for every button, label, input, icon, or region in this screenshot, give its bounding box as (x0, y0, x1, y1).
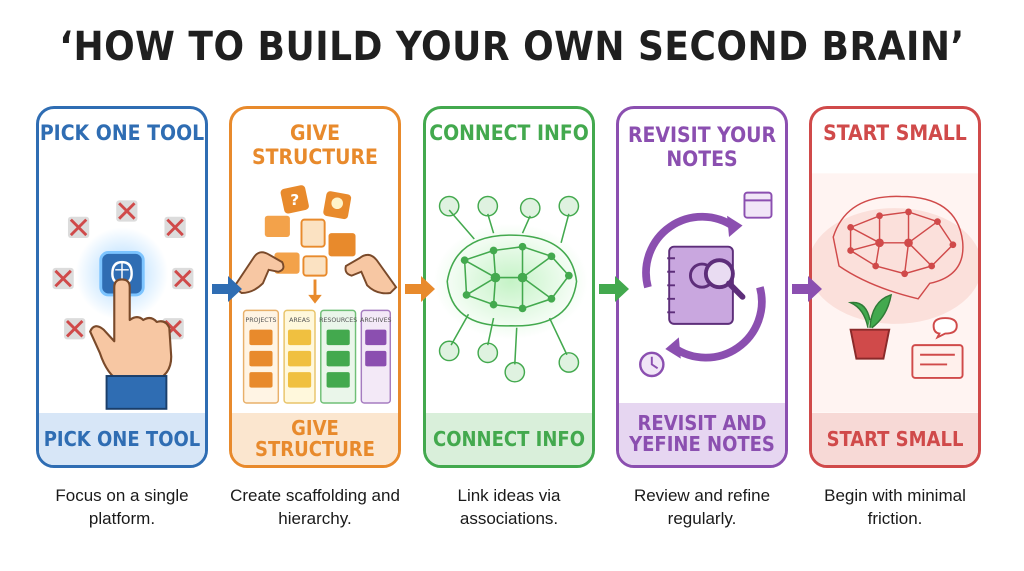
cycle-notebook-icon (639, 191, 773, 378)
arrow-right-icon (212, 276, 242, 302)
folder-label-resources: RESOURCES (319, 317, 357, 324)
step-footer: START SMALL (812, 413, 978, 465)
arrow-right-icon (599, 276, 629, 302)
step-description: Create scaffolding and hierarchy. (230, 486, 400, 528)
step-card-connect-info: CONNECT INFO (423, 106, 595, 468)
step-heading: REVISIT YOUR NOTES (627, 123, 777, 171)
svg-text:?: ? (290, 191, 299, 209)
step-description: Review and refine regularly. (633, 486, 771, 528)
arrow-right-icon (792, 276, 822, 302)
step-card-revisit-notes: REVISIT YOUR NOTES REVISIT AND YEFINE NO… (616, 106, 788, 468)
folders-organized-icon: ? PROJECTS AREAS RESOURCES (232, 185, 398, 404)
step-card-give-structure: GIVE STRUCTURE ? PROJECTS (229, 106, 401, 468)
step-footer: PICK ONE TOOL (39, 413, 205, 465)
step-heading: GIVE STRUCTURE (252, 121, 378, 169)
step-footer: REVISIT AND YEFINE NOTES (619, 403, 785, 465)
folder-label-areas: AREAS (289, 317, 310, 324)
folder-label-projects: PROJECTS (245, 317, 276, 324)
network-brain-icon (433, 195, 589, 383)
folder-label-archives: ARCHIVES (360, 317, 392, 324)
step-footer: CONNECT INFO (426, 413, 592, 465)
step-card-start-small: START SMALL START SMALL (809, 106, 981, 468)
step-description: Begin with minimal friction. (824, 486, 966, 528)
page-title: ‘HOW TO BUILD YOUR OWN SECOND BRAIN’ (59, 24, 965, 70)
step-description: Focus on a single platform. (55, 486, 189, 528)
step-footer: GIVE STRUCTURE (232, 413, 398, 465)
plant-sprout-icon (812, 173, 978, 413)
step-heading: PICK ONE TOOL (39, 121, 205, 145)
arrow-right-icon (405, 276, 435, 302)
step-heading: CONNECT INFO (429, 121, 589, 145)
step-card-pick-one-tool: PICK ONE TOOL (36, 106, 208, 468)
step-description: Link ideas via associations. (457, 486, 561, 528)
step-heading: START SMALL (823, 121, 967, 145)
hand-tapping-brain-app-icon (52, 200, 194, 410)
